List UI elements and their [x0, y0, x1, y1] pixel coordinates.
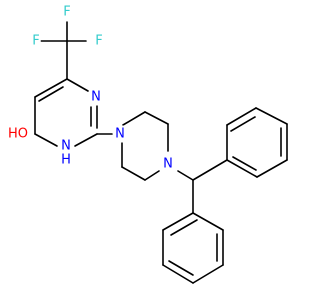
bond [121, 166, 146, 181]
atom-label: N [115, 127, 125, 142]
bond [162, 264, 194, 284]
bond [226, 107, 257, 126]
atom-nitrogen-piperazine-1: N [114, 125, 126, 143]
bond [122, 111, 146, 126]
atom-label-background [90, 88, 102, 106]
atom-label-background [114, 125, 126, 143]
bond-lines [34, 21, 288, 284]
atom-label-background [31, 32, 41, 50]
atom-nitrogen-piperazine-2: N [162, 155, 174, 173]
atom-label-background [62, 3, 72, 21]
bond [192, 212, 224, 231]
bond [34, 133, 58, 147]
bond [230, 116, 256, 132]
atom-label: N [163, 157, 173, 172]
bond [256, 159, 288, 178]
atom-fluorine-3: F [94, 32, 104, 50]
bond [144, 111, 169, 125]
bond [226, 159, 258, 178]
atom-fluorine-1: F [62, 3, 72, 21]
bond [255, 107, 288, 125]
atom-label: H [61, 153, 71, 168]
bond [38, 86, 64, 102]
bond [144, 170, 160, 181]
bond [34, 78, 68, 98]
atom-label: F [95, 34, 102, 49]
atom-nitrogen-pyrimidine: N [90, 88, 102, 106]
molecule-structure-diagram: F F F N HO N H N N [7, 3, 288, 284]
bond [74, 133, 98, 147]
bond [192, 159, 228, 181]
bond [168, 260, 194, 276]
atom-label: F [63, 5, 70, 20]
atom-label-background [60, 151, 72, 169]
bond [177, 170, 194, 181]
bond [192, 264, 224, 284]
atom-labels: F F F N HO N H N N [7, 3, 174, 173]
bond [66, 78, 89, 92]
atom-nitrogen-nh: N H [60, 137, 72, 169]
atom-label: N [91, 90, 101, 105]
atom-label-background [7, 125, 30, 143]
atom-label-background [60, 137, 72, 155]
bond [232, 156, 257, 171]
atom-hydroxyl: HO [7, 125, 30, 143]
atom-label-background [162, 155, 174, 173]
bond [170, 219, 198, 236]
atom-label: HO [8, 127, 28, 142]
atom-label-background [94, 32, 104, 50]
bond [162, 212, 194, 231]
atom-label: F [32, 34, 39, 49]
atom-fluorine-2: F [31, 32, 41, 50]
atom-label: N [61, 139, 71, 154]
